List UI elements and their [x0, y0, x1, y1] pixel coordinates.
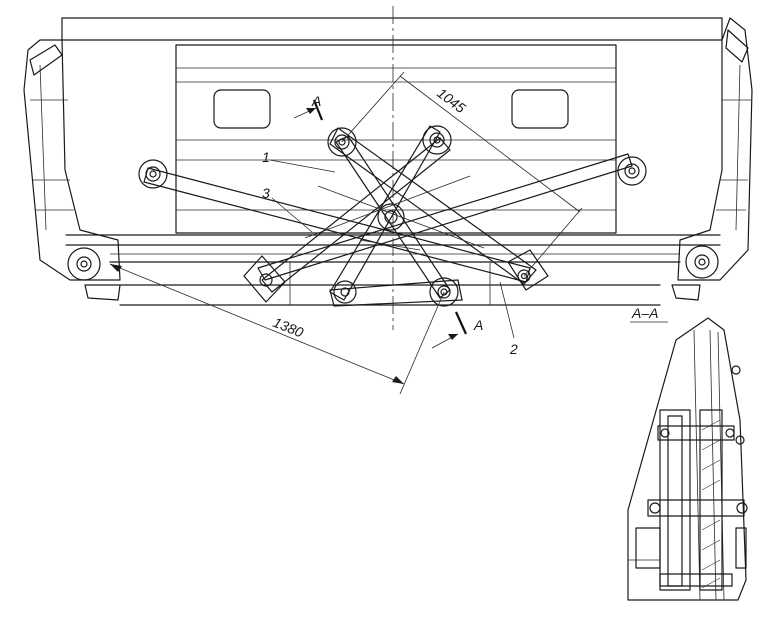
right-end-block	[671, 17, 753, 301]
section-hatching	[701, 419, 721, 589]
left-end-block	[23, 39, 121, 301]
pivot-bottom-center	[429, 277, 459, 307]
pivot-center	[377, 203, 405, 231]
pivot-plate-left	[259, 273, 273, 287]
leader-part-1: 1	[262, 149, 336, 173]
dimension-1380: 1380	[109, 263, 445, 395]
pivot-left-lower	[67, 247, 101, 281]
pivot-right-lower	[685, 245, 719, 279]
pivot-bottom-left	[333, 280, 357, 304]
pivot-top-left	[327, 127, 357, 157]
linkage-bars	[143, 125, 633, 307]
dimension-1045-label: 1045	[434, 85, 469, 117]
section-title: A–A	[631, 305, 658, 321]
part-1-label: 1	[262, 149, 270, 165]
leader-part-2: 2	[499, 281, 518, 357]
part-2-label: 2	[509, 341, 518, 357]
section-mark-top: A	[293, 93, 324, 121]
section-mark-top-label: A	[311, 93, 321, 109]
pivot-right	[617, 156, 647, 186]
leader-part-3: 3	[262, 185, 313, 233]
part-3-label: 3	[262, 185, 270, 201]
section-mark-bottom-label: A	[473, 317, 483, 333]
frame	[61, 17, 723, 306]
section-mark-bottom: A	[431, 311, 483, 349]
pivot-plate-right	[517, 269, 531, 283]
section-view: A–A	[627, 305, 748, 601]
pivot-top-right	[422, 125, 452, 155]
pivot-left	[138, 159, 168, 189]
pivots	[67, 125, 719, 307]
